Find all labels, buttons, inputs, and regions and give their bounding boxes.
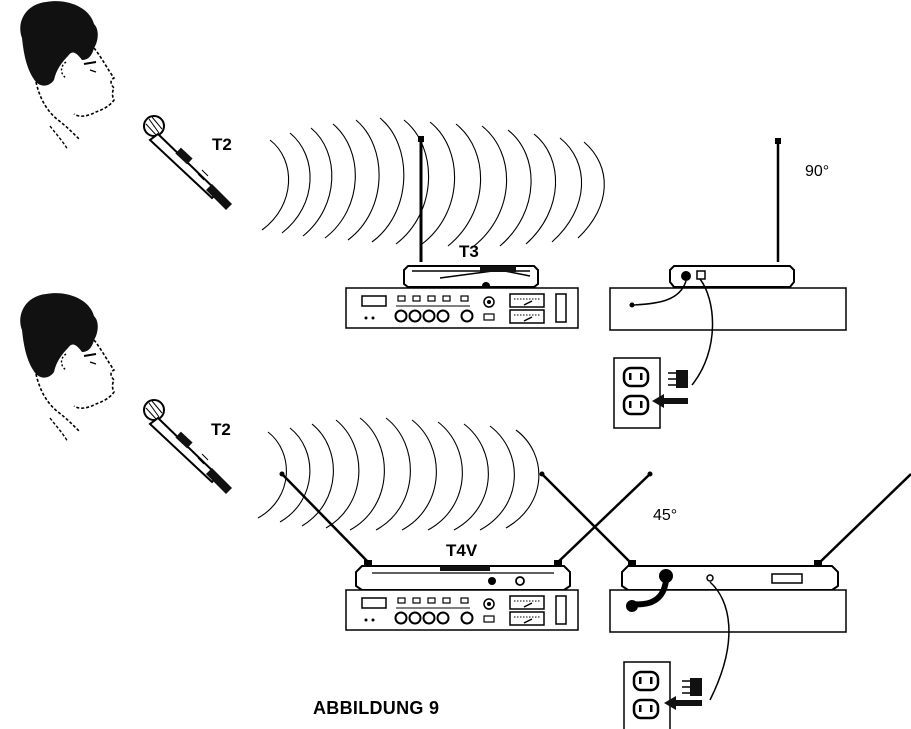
figure-caption: ABBILDUNG 9 xyxy=(313,698,440,718)
label-angle-bottom: 45° xyxy=(653,507,678,524)
label-receiver-bottom: T4V xyxy=(446,541,478,560)
power-adapter-icon xyxy=(652,370,688,408)
wall-outlet-icon xyxy=(612,356,662,430)
person-head-icon xyxy=(19,0,115,151)
rack-unit-icon xyxy=(345,589,579,631)
handheld-microphone-icon xyxy=(143,399,233,495)
rack-unit-icon xyxy=(345,287,579,329)
wall-outlet-icon xyxy=(622,660,672,729)
label-mic-top: T2 xyxy=(212,135,232,154)
person-top xyxy=(19,0,115,151)
label-receiver-top: T3 xyxy=(459,242,479,261)
label-mic-bottom: T2 xyxy=(211,420,231,439)
radio-waves-bottom xyxy=(257,417,540,531)
power-adapter-icon xyxy=(664,678,702,710)
radio-waves-top xyxy=(261,117,605,247)
label-angle-top: 90° xyxy=(805,163,830,180)
person-head-icon xyxy=(19,292,115,443)
receiver-top-rear xyxy=(609,138,847,386)
receiver-bottom-front xyxy=(279,471,653,593)
receiver-icon xyxy=(403,265,539,288)
receiver-top-front xyxy=(403,136,539,290)
person-bottom xyxy=(19,292,115,443)
receiver-bottom-rear xyxy=(539,471,911,701)
handheld-microphone-icon xyxy=(143,115,233,211)
